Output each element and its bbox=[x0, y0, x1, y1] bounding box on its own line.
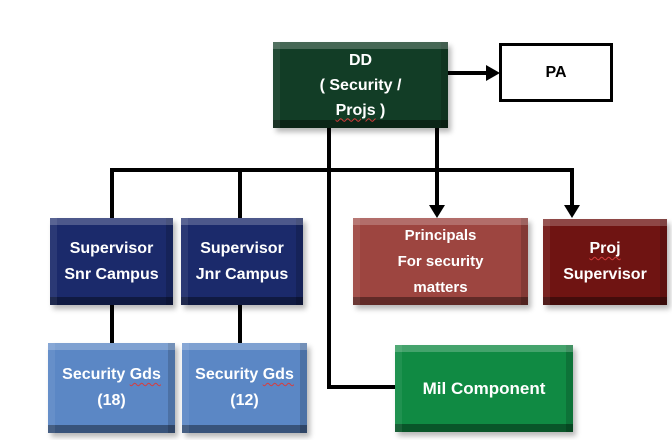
node-dd-line3: Projs ) bbox=[336, 98, 386, 123]
arrowhead-principals-icon bbox=[429, 205, 445, 218]
node-proj-supervisor: Proj Supervisor bbox=[543, 219, 667, 305]
node-pa-label: PA bbox=[545, 63, 567, 81]
node-dd-line1: DD bbox=[348, 51, 373, 69]
connector-horizontal-rail bbox=[111, 168, 574, 172]
arrowhead-pa-icon bbox=[486, 65, 500, 81]
node-security-gds-12-misspelled-word: Gds bbox=[262, 366, 294, 383]
connector-drop-supervisor-snr bbox=[110, 168, 114, 218]
connector-drop-supervisor-jnr bbox=[238, 168, 242, 218]
node-security-gds-12-line2: (12) bbox=[230, 392, 259, 409]
node-security-gds-12: Security Gds (12) bbox=[182, 343, 307, 433]
node-security-gds-18: Security Gds (18) bbox=[48, 343, 175, 433]
connector-dd-to-pa bbox=[446, 71, 488, 75]
connector-elbow-to-mil-component bbox=[327, 385, 399, 389]
node-security-gds-12-line1: Security Gds bbox=[195, 362, 294, 388]
node-principals-line2: For security bbox=[397, 252, 484, 270]
node-supervisor-jnr-line2: Jnr Campus bbox=[195, 265, 289, 283]
node-security-gds-18-line2: (18) bbox=[97, 392, 126, 409]
connector-dd-left-leg bbox=[327, 126, 331, 389]
node-proj-misspelled-word: Proj bbox=[589, 240, 621, 257]
node-supervisor-snr-line1: Supervisor bbox=[69, 239, 154, 257]
node-security-gds-18-misspelled-word: Gds bbox=[129, 366, 161, 383]
node-dd-misspelled-word: Projs bbox=[335, 101, 376, 119]
node-dd-line3-rest: ) bbox=[375, 101, 386, 119]
node-dd-security-projs: DD ( Security / Projs ) bbox=[273, 42, 448, 128]
node-security-gds-18-line1: Security Gds bbox=[62, 362, 161, 388]
connector-jnr-to-security-gds-12 bbox=[238, 303, 242, 343]
node-principals-line3: matters bbox=[413, 278, 468, 296]
node-security-gds-12-word-a: Security bbox=[195, 366, 263, 383]
node-dd-line2: ( Security / bbox=[319, 76, 402, 94]
node-supervisor-snr-line2: Snr Campus bbox=[64, 265, 159, 283]
node-supervisor-jnr-campus: Supervisor Jnr Campus bbox=[181, 218, 303, 305]
node-principals-line1: Principals bbox=[404, 226, 477, 244]
node-mil-component: Mil Component bbox=[395, 345, 573, 432]
node-supervisor-jnr-line1: Supervisor bbox=[200, 239, 284, 257]
node-supervisor-snr-campus: Supervisor Snr Campus bbox=[50, 218, 173, 305]
node-mil-component-label: Mil Component bbox=[422, 378, 546, 398]
connector-snr-to-security-gds-18 bbox=[110, 303, 114, 343]
connector-drop-proj-supervisor bbox=[570, 168, 574, 206]
node-proj-supervisor-line1: Proj bbox=[589, 236, 620, 262]
node-principals-security-matters: Principals For security matters bbox=[353, 218, 528, 305]
node-security-gds-18-word-a: Security bbox=[62, 366, 130, 383]
connector-dd-to-principals bbox=[435, 126, 439, 206]
node-proj-supervisor-line2: Supervisor bbox=[563, 266, 647, 283]
arrowhead-proj-supervisor-icon bbox=[564, 205, 580, 218]
node-pa: PA bbox=[499, 43, 613, 102]
